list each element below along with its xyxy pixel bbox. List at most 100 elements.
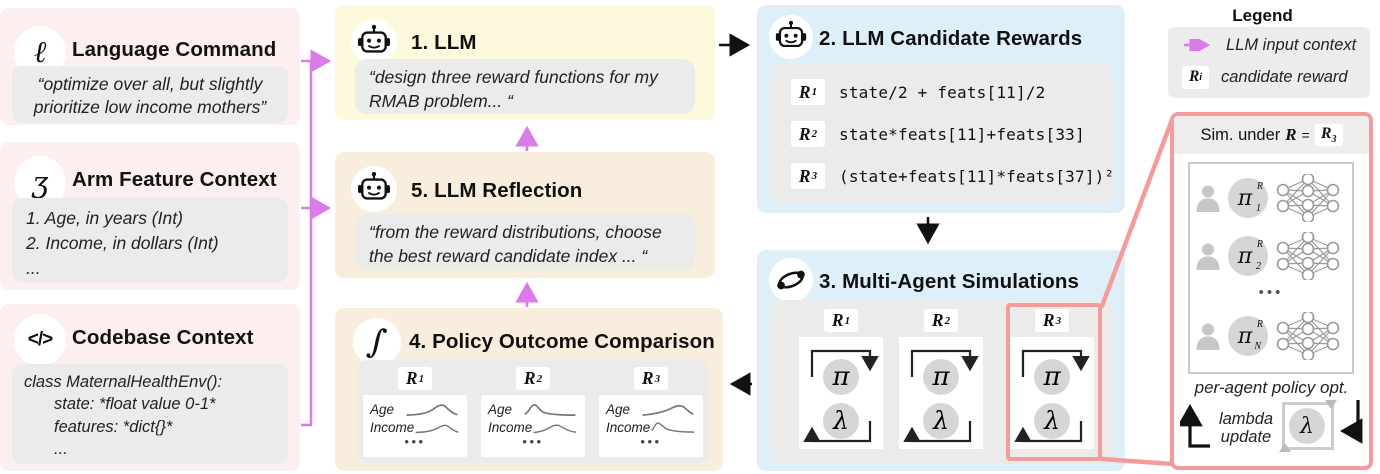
down-left-arrow — [1340, 400, 1363, 444]
arm-feature-context-title: Arm Feature Context — [72, 168, 277, 191]
ellipsis: ••• — [522, 434, 544, 449]
distribution-curve — [406, 404, 458, 416]
svg-text:π: π — [831, 362, 850, 392]
age-label: Age — [370, 401, 395, 417]
svg-text:λ: λ — [832, 406, 849, 435]
neural-net-icon — [1276, 232, 1340, 280]
language-command-quote: “optimize over all, but slightly priorit… — [12, 66, 288, 123]
legend-badge-label: candidate reward — [1221, 67, 1348, 86]
svg-text:λ: λ — [932, 406, 949, 435]
reward-formula-2: state*feats[11]+feats[33] — [839, 124, 1085, 144]
neural-net-icon — [1276, 174, 1340, 222]
down-triangle-icon — [1325, 400, 1337, 409]
step1-title: 1. LLM — [411, 31, 477, 54]
robot-icon — [769, 15, 813, 59]
robot-icon — [775, 20, 807, 48]
agent-row-2: π R 2 — [1195, 232, 1341, 280]
distribution-curve — [651, 422, 695, 433]
language-command-title: Language Command — [72, 38, 277, 61]
language-command-box: ℓ Language Command “optimize over all, b… — [0, 8, 300, 125]
income-label: Income — [606, 419, 651, 435]
person-icon — [1196, 243, 1220, 270]
step1-llm-box: 1. LLM “design three reward functions fo… — [335, 5, 715, 120]
svg-text:π: π — [931, 362, 950, 392]
ellipsis: ••• — [404, 434, 426, 449]
code-line: class MaternalHealthEnv(): — [24, 373, 223, 391]
codebase-context-title: Codebase Context — [72, 326, 254, 349]
age-label: Age — [606, 401, 631, 417]
ellipsis: ••• — [1258, 284, 1284, 301]
orbit-icon — [777, 270, 805, 290]
robot-icon — [357, 171, 391, 200]
code-line: features: *dict{}* — [54, 417, 173, 436]
agents-box: π R 1 — [1188, 162, 1354, 374]
arm-feature-context-box: ʒ Arm Feature Context 1. Age, in years (… — [0, 142, 300, 290]
per-agent-caption: per-agent policy opt. — [1194, 378, 1349, 397]
robot-icon — [351, 19, 397, 65]
step5-reflection-box: 5. LLM Reflection “from the reward distr… — [335, 152, 715, 278]
policy-pi-1: π R 1 — [1228, 178, 1268, 218]
r3-zoom-highlight — [1006, 303, 1102, 461]
policy-pi-2: π R 2 — [1228, 236, 1268, 276]
step1-prompt: “design three reward functions for my RM… — [355, 59, 695, 114]
lambda-symbol: λ — [1289, 408, 1325, 444]
code-line: state: *float value 0-1* — [54, 395, 216, 414]
income-label: Income — [488, 419, 533, 435]
person-icon — [1196, 323, 1220, 350]
svg-text:λ: λ — [1043, 406, 1060, 435]
pi-lambda-loop: π λ — [899, 337, 983, 449]
robot-icon — [357, 24, 391, 53]
legend-row-arrow: LLM input context — [1168, 29, 1370, 61]
sim-detail-callout: Sim. under R = R3 π R 1 — [1170, 112, 1373, 470]
legend-arrow-label: LLM input context — [1226, 35, 1357, 54]
orbit-icon — [769, 258, 813, 302]
person-icon — [1196, 185, 1220, 212]
step4-title: 4. Policy Outcome Comparison — [409, 330, 715, 353]
feature-line: ... — [26, 257, 41, 278]
ellipsis: ••• — [640, 434, 662, 449]
step5-prompt: “from the reward distributions, choose t… — [355, 214, 695, 270]
up-triangle-icon — [1279, 443, 1291, 452]
reward-formula-1: state/2 + feats[11]/2 — [839, 82, 1046, 102]
lambda-update-label: lambda update — [1218, 410, 1274, 447]
reward-formula-3: (state+feats[11]*feats[37])² — [839, 166, 1115, 186]
policy-pi-n: π R N — [1228, 316, 1268, 356]
integral-icon: ∫ — [353, 318, 401, 366]
distribution-curve — [415, 424, 459, 434]
agent-row-n: π R N — [1195, 312, 1341, 360]
code-icon: </> — [14, 314, 66, 366]
legend-title: Legend — [1232, 6, 1293, 25]
svg-text:π: π — [1042, 362, 1061, 392]
purple-arrow-icon — [1184, 39, 1211, 51]
distribution-curve — [533, 424, 577, 434]
pi-lambda-loop: π λ — [799, 337, 883, 449]
agent-row-1: π R 1 — [1195, 174, 1341, 222]
feature-line: 1. Age, in years (Int) — [26, 208, 183, 228]
step2-title: 2. LLM Candidate Rewards — [819, 27, 1083, 50]
callout-header-prefix: Sim. under — [1200, 125, 1281, 144]
